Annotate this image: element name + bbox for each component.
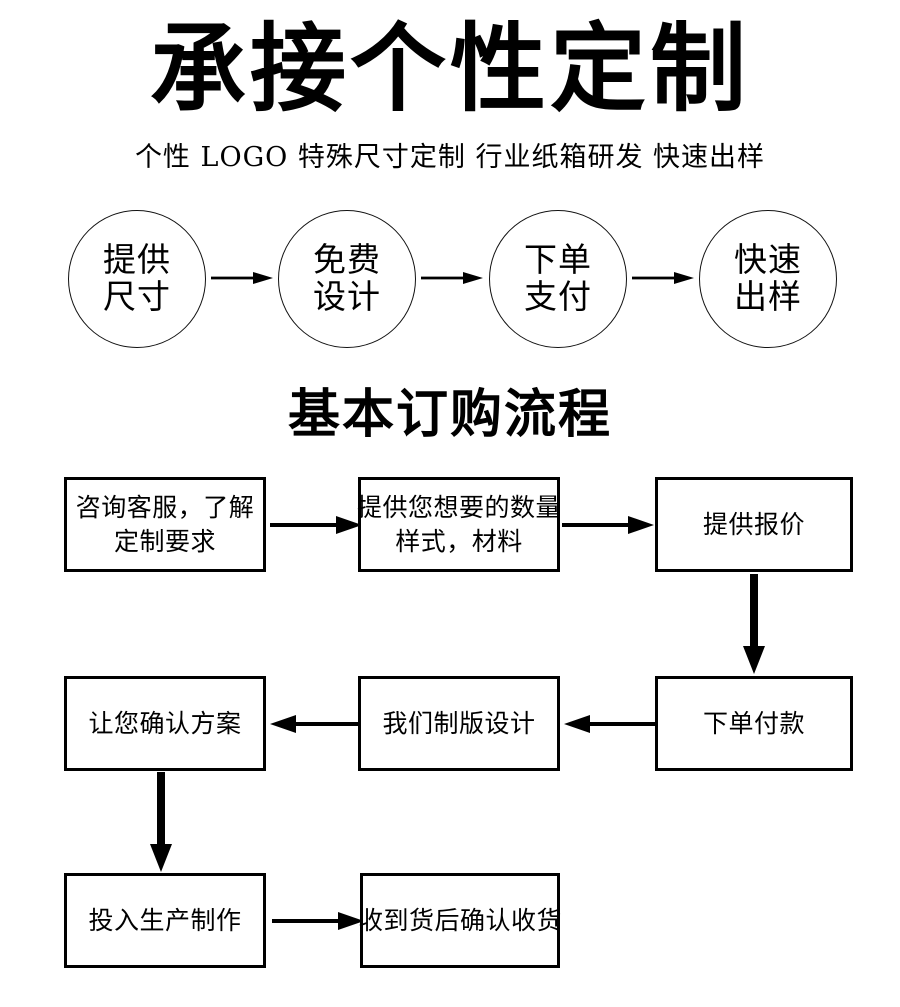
arrow-right-icon — [270, 512, 362, 538]
circle-step-3-line1: 下单 — [524, 240, 592, 280]
circle-step-1-line1: 提供 — [103, 240, 171, 280]
circle-step-2-line1: 免费 — [313, 240, 381, 280]
circle-step-4-line1: 快速 — [734, 240, 802, 280]
flow-box-quote-line1: 提供报价 — [702, 509, 805, 539]
flow-box-confirm: 让您确认方案 — [64, 676, 266, 771]
flow-box-consult-line1: 咨询客服，了解 — [75, 492, 255, 522]
flow-box-pay: 下单付款 — [655, 676, 853, 771]
flow-box-produce: 投入生产制作 — [64, 873, 266, 968]
flow-box-pay-line1: 下单付款 — [702, 708, 805, 738]
circle-step-4: 快速 出样 — [699, 210, 837, 348]
flow-box-receive: 收到货后确认收货 — [358, 873, 563, 968]
flow-box-specs-line2: 样式，材料 — [395, 526, 523, 556]
arrow-right-icon — [632, 268, 694, 288]
flow-box-consult: 咨询客服，了解 定制要求 — [64, 477, 266, 572]
arrow-right-icon — [562, 512, 654, 538]
arrow-right-icon — [272, 908, 364, 934]
flow-box-receive-line1: 收到货后确认收货 — [358, 905, 563, 935]
arrow-right-icon — [211, 268, 273, 288]
circle-step-3: 下单 支付 — [489, 210, 627, 348]
flow-box-confirm-line1: 让您确认方案 — [88, 708, 242, 738]
page-subtitle: 个性 LOGO 特殊尺寸定制 行业纸箱研发 快速出样 — [134, 142, 766, 173]
circle-step-1: 提供 尺寸 — [68, 210, 206, 348]
flow-box-produce-line1: 投入生产制作 — [88, 905, 242, 935]
circle-step-3-line2: 支付 — [524, 277, 592, 316]
arrow-down-icon — [148, 772, 174, 872]
arrow-down-icon — [741, 574, 767, 674]
circle-step-flow: 提供 尺寸 免费 设计 下单 支付 快速 出样 — [0, 208, 900, 353]
circle-step-4-line2: 出样 — [734, 277, 802, 316]
flow-box-specs: 提供您想要的数量 样式，材料 — [357, 477, 562, 572]
circle-step-2: 免费 设计 — [278, 210, 416, 348]
arrow-right-icon — [421, 268, 483, 288]
arrow-left-icon — [564, 711, 656, 737]
flow-box-design: 我们制版设计 — [358, 676, 560, 771]
arrow-left-icon — [270, 711, 362, 737]
page-title: 承接个性定制 — [150, 12, 750, 125]
flow-box-design-line1: 我们制版设计 — [382, 708, 536, 738]
flow-box-quote: 提供报价 — [655, 477, 853, 572]
circle-step-2-line2: 设计 — [313, 277, 381, 316]
flow-box-specs-line1: 提供您想要的数量 — [357, 492, 562, 522]
circle-step-1-line2: 尺寸 — [103, 277, 171, 316]
section-heading: 基本订购流程 — [287, 384, 612, 445]
flow-box-consult-line2: 定制要求 — [113, 526, 216, 556]
